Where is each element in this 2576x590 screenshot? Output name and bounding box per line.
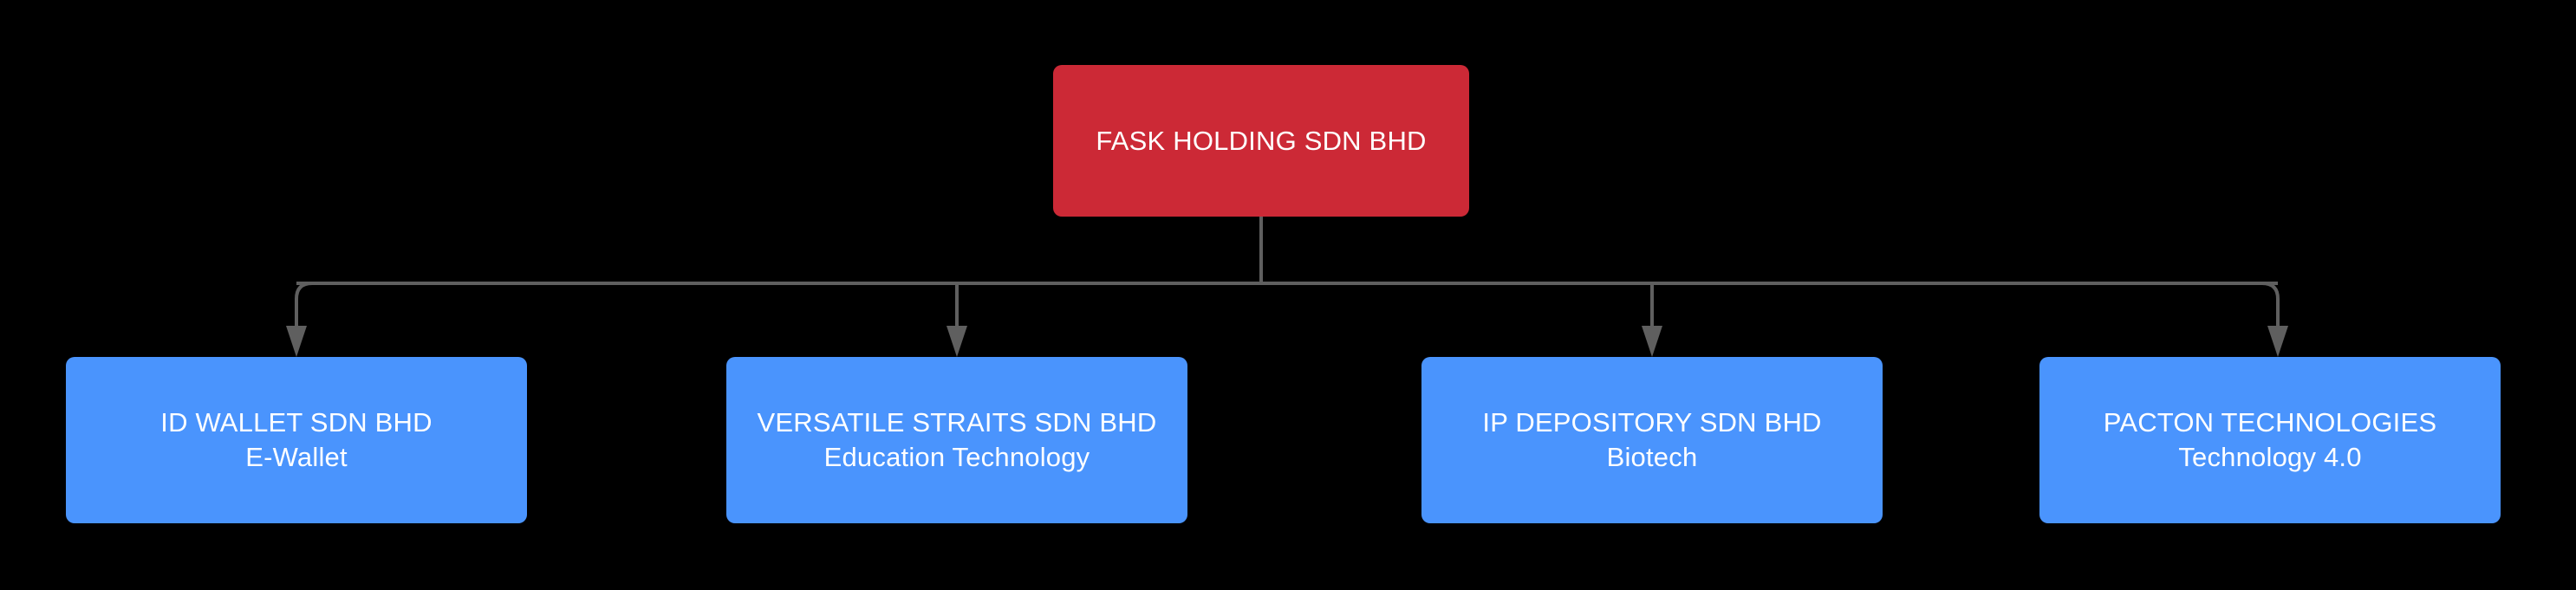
node-id-wallet-title: ID WALLET SDN BHD — [160, 407, 433, 438]
node-root[interactable]: FASK HOLDING SDN BHD — [1053, 65, 1469, 217]
edge-to-child-2 — [1636, 282, 1655, 331]
node-id-wallet-subtitle: E-Wallet — [245, 442, 348, 472]
node-versatile-straits-title: VERSATILE STRAITS SDN BHD — [757, 407, 1157, 438]
node-ip-depository[interactable]: IP DEPOSITORY SDN BHD Biotech — [1421, 357, 1883, 523]
arrowhead-child-2 — [1642, 326, 1662, 357]
node-id-wallet[interactable]: ID WALLET SDN BHD E-Wallet — [66, 357, 527, 523]
arrowhead-child-1 — [946, 326, 967, 357]
node-pacton-technologies-subtitle: Technology 4.0 — [2178, 442, 2362, 472]
edge-to-child-3 — [2261, 282, 2280, 331]
arrowhead-child-0 — [286, 326, 307, 357]
node-ip-depository-title: IP DEPOSITORY SDN BHD — [1482, 407, 1822, 438]
edge-to-child-0 — [295, 282, 313, 331]
node-pacton-technologies-title: PACTON TECHNOLOGIES — [2103, 407, 2437, 438]
arrowhead-child-3 — [2267, 326, 2288, 357]
node-versatile-straits[interactable]: VERSATILE STRAITS SDN BHD Education Tech… — [726, 357, 1187, 523]
edge-to-child-1 — [941, 282, 959, 331]
node-pacton-technologies[interactable]: PACTON TECHNOLOGIES Technology 4.0 — [2039, 357, 2501, 523]
node-versatile-straits-subtitle: Education Technology — [823, 442, 1090, 472]
node-ip-depository-subtitle: Biotech — [1606, 442, 1698, 472]
node-root-title: FASK HOLDING SDN BHD — [1096, 125, 1427, 156]
